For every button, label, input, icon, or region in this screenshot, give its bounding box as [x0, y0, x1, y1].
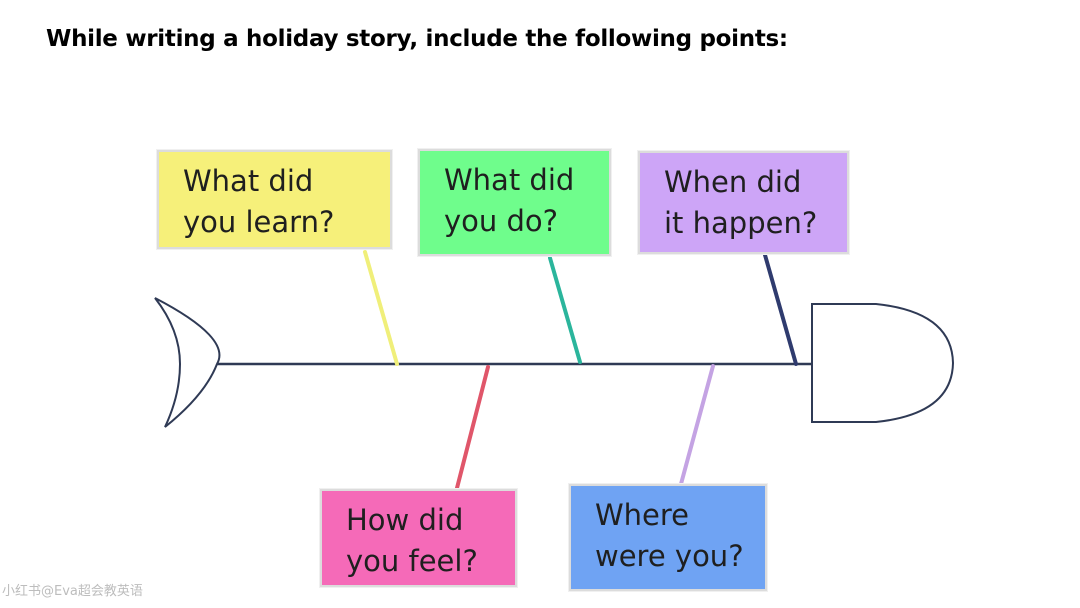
box-feel-line1: How did — [346, 503, 464, 537]
box-where-line2: were you? — [595, 539, 744, 573]
box-what-did-you-do: What did you do? — [418, 149, 611, 256]
box-where-line1: Where — [595, 498, 690, 532]
watermark-text: 小红书@Eva超会教英语 — [2, 584, 143, 599]
box-do-line1: What did — [444, 163, 575, 197]
box-what-did-you-learn: What did you learn? — [157, 150, 392, 249]
box-when-line2: it happen? — [664, 206, 818, 240]
box-learn-line1: What did — [183, 164, 314, 198]
bone-where — [679, 364, 715, 486]
box-how-did-you-feel: How did you feel? — [320, 489, 517, 587]
box-when-did-it-happen: When did it happen? — [638, 151, 849, 254]
fish-head — [811, 303, 955, 423]
page-title: While writing a holiday story, include t… — [46, 26, 788, 52]
box-feel-line2: you feel? — [346, 544, 478, 578]
box-when-line1: When did — [664, 165, 802, 199]
box-do-line2: you do? — [444, 204, 559, 238]
box-learn-line2: you learn? — [183, 205, 335, 239]
fish-tail — [154, 297, 221, 428]
box-where-were-you: Where were you? — [569, 484, 767, 591]
bone-when — [763, 253, 798, 366]
bone-do — [548, 256, 582, 364]
bone-feel — [455, 365, 490, 490]
bone-learn — [363, 250, 399, 366]
